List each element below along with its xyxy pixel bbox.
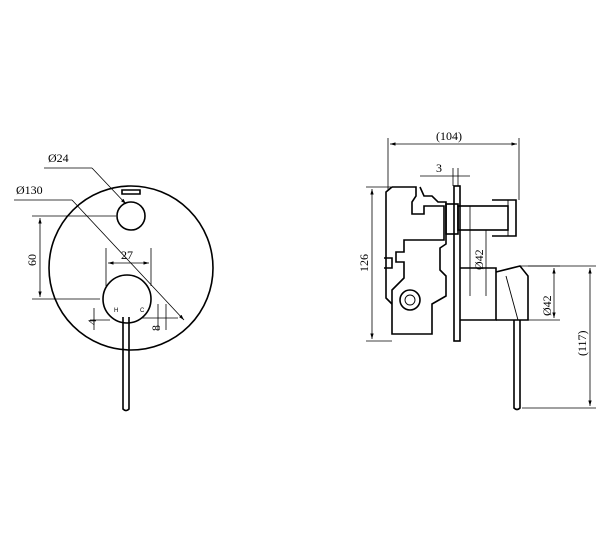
- valve-body-rear: [385, 186, 393, 305]
- dim-top-diameter-leader: [91, 167, 127, 205]
- front-view: H C Ø24 Ø130 60 27 4 8: [14, 151, 214, 412]
- port-circle: [399, 289, 421, 311]
- side-view: (104) 3 126 Ø42: [357, 129, 596, 411]
- side-lever-handle: [513, 320, 521, 411]
- diverter-knob: [116, 201, 146, 231]
- cover-plate-circle: [48, 185, 214, 351]
- port-notch: [384, 257, 393, 269]
- lower-mixer-cap: [495, 265, 529, 321]
- dim-eight-label: 8: [149, 325, 163, 331]
- dim-overall-label: 126: [357, 254, 371, 272]
- dim-upper-diameter-label: Ø42: [472, 249, 486, 270]
- upper-spindle: [457, 205, 509, 231]
- cover-plate-side: [453, 185, 461, 342]
- lever-handle: [122, 317, 130, 412]
- dim-offset-label: 27: [121, 248, 133, 262]
- mixer-body-circle: [102, 274, 152, 324]
- port-circle-inner: [404, 294, 416, 306]
- lower-mixer-body: [460, 267, 497, 321]
- dim-outer-diameter-leader: [71, 199, 185, 321]
- cold-label: C: [140, 308, 145, 314]
- diverter-notch: [121, 189, 141, 195]
- dim-three-label: 3: [436, 161, 442, 175]
- dim-depth-label: (104): [436, 129, 462, 143]
- dim-top-diameter-label: Ø24: [48, 151, 69, 165]
- dim-outer-diameter-label: Ø130: [16, 183, 43, 197]
- hot-label: H: [114, 308, 118, 314]
- valve-body-outline: [391, 186, 447, 335]
- upper-spindle-housing: [445, 203, 459, 235]
- upper-knob: [492, 199, 517, 237]
- lower-mixer-seam: [505, 275, 519, 321]
- dim-small-label: 4: [85, 319, 99, 325]
- dim-lower-height-label: (117): [575, 330, 589, 356]
- dim-height-label: 60: [25, 254, 39, 266]
- dim-lower-diameter-label: Ø42: [540, 295, 554, 316]
